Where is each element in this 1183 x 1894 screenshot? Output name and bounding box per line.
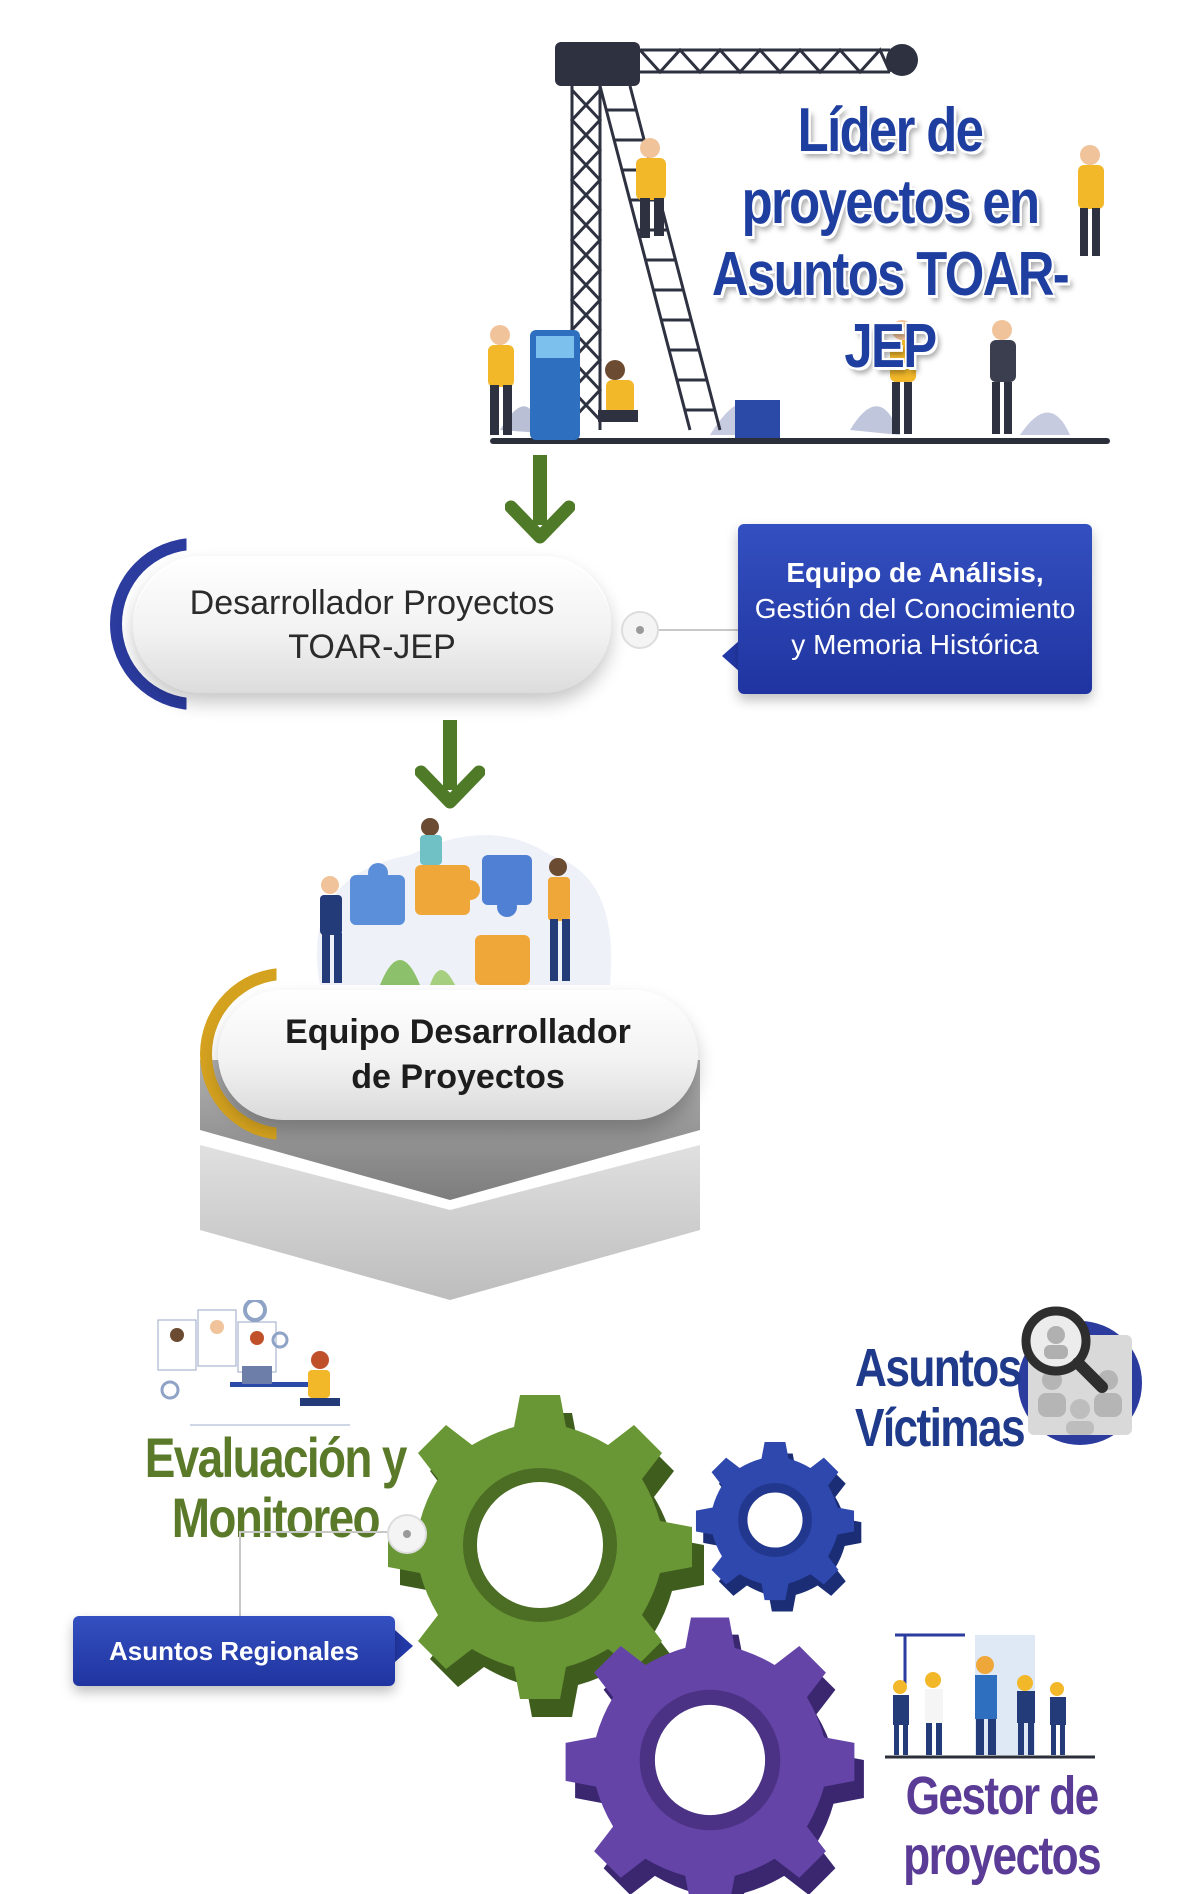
people-search-icon bbox=[1018, 1306, 1142, 1445]
regional-connector bbox=[239, 1531, 400, 1620]
developer-line-2: TOAR-JEP bbox=[288, 627, 456, 666]
title-line-2: proyectos en bbox=[741, 168, 1040, 237]
victims-line-1: Asuntos bbox=[855, 1338, 1022, 1398]
victims-label: Asuntos Víctimas bbox=[855, 1338, 1026, 1458]
arrow-down-icon bbox=[415, 720, 485, 809]
regional-card-tail bbox=[395, 1630, 413, 1662]
dev-team-line-1: Equipo Desarrollador bbox=[285, 1013, 631, 1051]
gears-icon bbox=[388, 1395, 864, 1894]
title-line-3: Asuntos TOAR-JEP bbox=[711, 240, 1070, 381]
analysis-line-2: Gestión del Conocimiento bbox=[754, 593, 1076, 624]
regional-card: Asuntos Regionales bbox=[73, 1616, 395, 1686]
construction-crane-icon bbox=[488, 42, 1110, 444]
manager-line-1: Gestor de bbox=[905, 1766, 1100, 1826]
evaluation-line-1: Evaluación y bbox=[144, 1426, 408, 1489]
manager-line-2: proyectos bbox=[903, 1826, 1102, 1886]
dev-team-line-2: de Proyectos bbox=[351, 1058, 565, 1096]
analysis-line-3: y Memoria Histórica bbox=[791, 629, 1039, 660]
evaluation-label: Evaluación y Monitoreo bbox=[140, 1428, 411, 1548]
analysis-line-1: Equipo de Análisis, bbox=[786, 557, 1044, 588]
analysis-team-card: Equipo de Análisis, Gestión del Conocimi… bbox=[738, 524, 1092, 694]
analysis-card-tail bbox=[722, 640, 740, 672]
connector-dot bbox=[387, 1514, 427, 1554]
connector-line bbox=[621, 611, 738, 649]
victims-line-2: Víctimas bbox=[855, 1398, 1026, 1458]
manager-label: Gestor de proyectos bbox=[895, 1766, 1108, 1886]
title-line-1: Líder de bbox=[797, 96, 984, 165]
developer-line-1: Desarrollador Proyectos bbox=[189, 583, 555, 622]
evaluation-line-2: Monitoreo bbox=[171, 1486, 381, 1549]
puzzle-team-icon bbox=[316, 818, 612, 985]
regional-label: Asuntos Regionales bbox=[109, 1635, 359, 1666]
page-title: Líder de proyectos en Asuntos TOAR-JEP bbox=[685, 95, 1095, 383]
dev-team-node: Equipo Desarrollador de Proyectos bbox=[218, 990, 698, 1120]
evaluation-desk-icon bbox=[157, 1300, 350, 1426]
developer-node: Desarrollador Proyectos TOAR-JEP bbox=[133, 556, 611, 693]
workers-group-icon bbox=[885, 1633, 1095, 1759]
arrow-down-icon bbox=[505, 455, 575, 544]
